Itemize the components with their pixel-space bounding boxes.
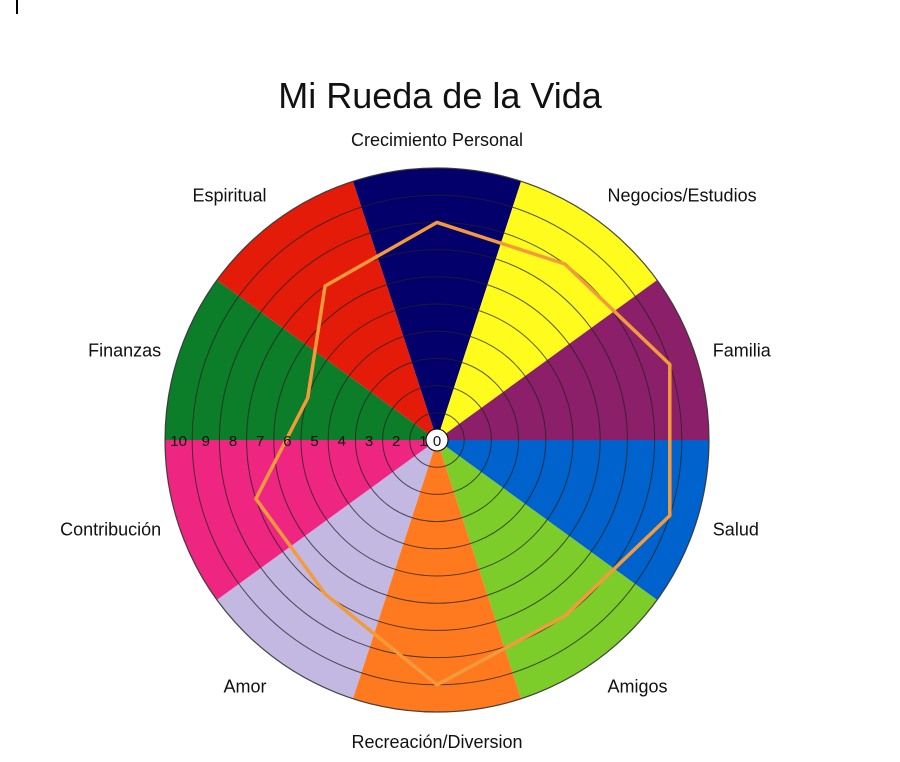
category-label-crecimiento-personal: Crecimiento Personal xyxy=(351,130,523,150)
ring-6 xyxy=(273,276,601,604)
scale-tick: 4 xyxy=(338,433,346,450)
segment-amor xyxy=(216,440,437,699)
scale-tick: 1 xyxy=(419,433,427,450)
corner-mark xyxy=(16,0,18,14)
segment-espiritual xyxy=(216,181,437,440)
segment-familia xyxy=(437,280,709,440)
category-label-espiritual: Espiritual xyxy=(192,185,266,205)
category-label-negocios-estudios: Negocios/Estudios xyxy=(608,185,757,205)
category-label-contribucion: Contribución xyxy=(60,520,161,540)
center-label: 0 xyxy=(433,433,441,450)
segment-salud xyxy=(437,440,709,600)
scale-tick: 10 xyxy=(170,433,187,450)
scale-tick: 9 xyxy=(202,433,210,450)
segment-amigos xyxy=(437,440,658,699)
ring-4 xyxy=(327,330,547,550)
center-circle xyxy=(425,428,449,452)
segment-finanzas xyxy=(165,280,437,440)
scale-tick: 5 xyxy=(310,433,318,450)
category-label-amor: Amor xyxy=(223,677,266,697)
ring-5 xyxy=(300,303,574,577)
category-label-finanzas: Finanzas xyxy=(88,340,161,360)
ring-7 xyxy=(246,249,628,631)
scale-tick: 2 xyxy=(392,433,400,450)
category-label-familia: Familia xyxy=(713,340,772,360)
category-label-salud: Salud xyxy=(713,520,759,540)
ring-3 xyxy=(354,357,520,523)
category-label-amigos: Amigos xyxy=(608,677,668,697)
segment-negocios-estudios xyxy=(437,181,658,440)
ring-1 xyxy=(409,412,465,468)
scale-tick: 8 xyxy=(229,433,237,450)
segment-contribucion xyxy=(165,440,437,600)
scale-tick: 6 xyxy=(283,433,291,450)
ring-2 xyxy=(382,385,492,495)
scale-tick: 7 xyxy=(256,433,264,450)
scale-tick: 3 xyxy=(365,433,373,450)
score-polygon xyxy=(254,220,672,687)
chart-title: Mi Rueda de la Vida xyxy=(278,75,603,116)
ring-10 xyxy=(164,167,710,713)
category-label-recreacion-diversion: Recreación/Diversion xyxy=(351,732,522,752)
